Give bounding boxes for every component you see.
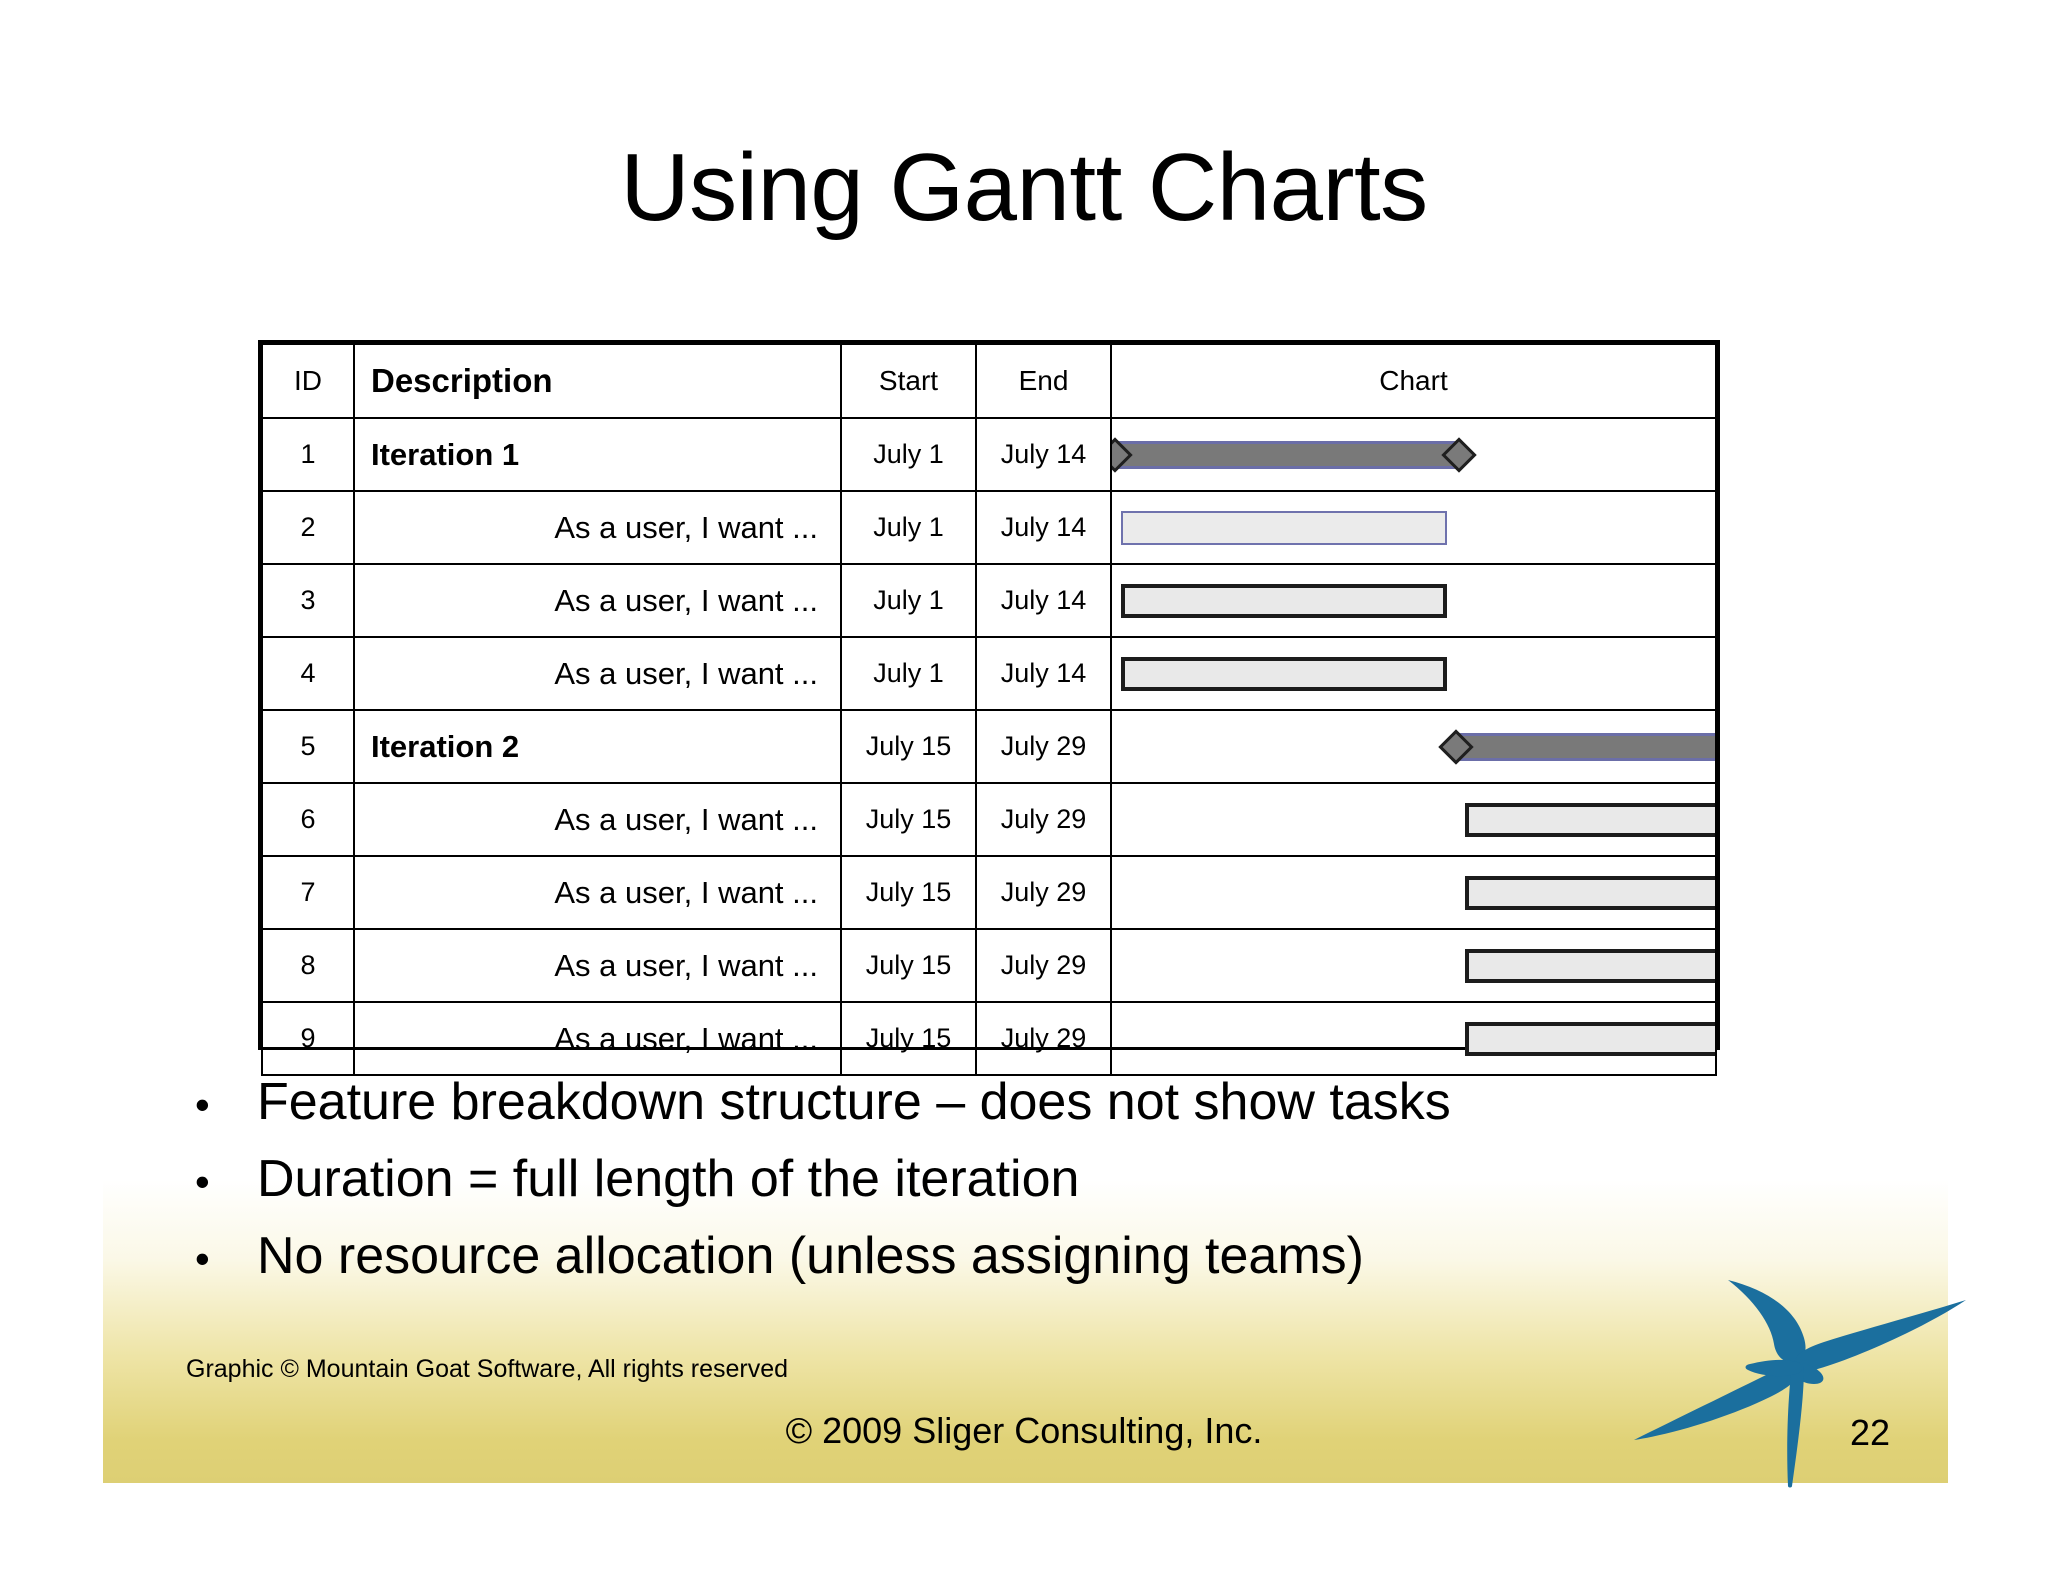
cell-id: 1 <box>261 417 355 492</box>
cell-id: 8 <box>261 928 355 1003</box>
cell-end-date: July 29 <box>975 1001 1112 1076</box>
bullet-text: Duration = full length of the iteration <box>257 1150 1080 1209</box>
cell-gantt-bar <box>1110 855 1717 930</box>
cell-start-date: July 1 <box>840 490 977 565</box>
cell-description: Iteration 2 <box>353 709 842 784</box>
cell-gantt-bar <box>1110 563 1717 638</box>
cell-description: As a user, I want ... <box>353 1001 842 1076</box>
column-header-id: ID <box>261 343 355 419</box>
page-number: 22 <box>1850 1412 1891 1453</box>
gantt-bar-summary <box>1115 440 1459 469</box>
cell-gantt-bar <box>1110 636 1717 711</box>
cell-gantt-bar <box>1110 417 1717 492</box>
bullet-marker-icon: • <box>195 1235 210 1283</box>
cell-id: 4 <box>261 636 355 711</box>
cell-description: Iteration 1 <box>353 417 842 492</box>
cell-description: As a user, I want ... <box>353 928 842 1003</box>
cell-id: 6 <box>261 782 355 857</box>
cell-end-date: July 29 <box>975 928 1112 1003</box>
cell-start-date: July 15 <box>840 709 977 784</box>
table-header-row: ID Description Start End Chart <box>261 343 1717 419</box>
column-header-chart: Chart <box>1110 343 1717 419</box>
column-header-start: Start <box>840 343 977 419</box>
graphic-credit: Graphic © Mountain Goat Software, All ri… <box>186 1355 789 1383</box>
list-item: • Feature breakdown structure – does not … <box>195 1073 1895 1131</box>
gantt-bar-task-blue <box>1121 510 1447 545</box>
cell-description: As a user, I want ... <box>353 636 842 711</box>
list-item: • No resource allocation (unless assignin… <box>195 1229 1895 1284</box>
gantt-bar-task-black <box>1121 656 1447 691</box>
cell-start-date: July 15 <box>840 782 977 857</box>
cell-start-date: July 1 <box>840 417 977 492</box>
cell-id: 9 <box>261 1001 355 1076</box>
cell-start-date: July 15 <box>840 855 977 930</box>
bullet-text: No resource allocation (unless assigning… <box>257 1227 1364 1286</box>
bullet-text: Feature breakdown structure – does not s… <box>257 1073 1451 1131</box>
cell-gantt-bar <box>1110 928 1717 1003</box>
cell-gantt-bar <box>1110 709 1717 784</box>
cell-description: As a user, I want ... <box>353 782 842 857</box>
cell-description: As a user, I want ... <box>353 855 842 930</box>
cell-end-date: July 29 <box>975 709 1112 784</box>
cell-end-date: July 29 <box>975 782 1112 857</box>
cell-description: As a user, I want ... <box>353 490 842 565</box>
cell-id: 5 <box>261 709 355 784</box>
gantt-bar-task-black <box>1464 948 1714 983</box>
gantt-bar-task-black <box>1464 802 1714 837</box>
cell-start-date: July 15 <box>840 928 977 1003</box>
gantt-bar-task-black <box>1464 1021 1714 1056</box>
cell-end-date: July 14 <box>975 563 1112 638</box>
bullet-list: • Feature breakdown structure – does not … <box>195 1073 1895 1306</box>
list-item: • Duration = full length of the iteration <box>195 1150 1895 1209</box>
page-title: Using Gantt Charts <box>620 134 1428 241</box>
gantt-bar-task-black <box>1121 583 1447 618</box>
cell-end-date: July 14 <box>975 417 1112 492</box>
column-header-end: End <box>975 343 1112 419</box>
cell-id: 7 <box>261 855 355 930</box>
cell-end-date: July 14 <box>975 490 1112 565</box>
cell-start-date: July 1 <box>840 563 977 638</box>
gantt-bar-task-black <box>1464 875 1714 910</box>
cell-description: As a user, I want ... <box>353 563 842 638</box>
cell-id: 3 <box>261 563 355 638</box>
cell-end-date: July 29 <box>975 855 1112 930</box>
cell-id: 2 <box>261 490 355 565</box>
cell-gantt-bar <box>1110 782 1717 857</box>
gantt-bar-summary <box>1455 732 1714 761</box>
bullet-marker-icon: • <box>195 1081 210 1128</box>
cell-start-date: July 15 <box>840 1001 977 1076</box>
cell-gantt-bar <box>1110 490 1717 565</box>
cell-gantt-bar <box>1110 1001 1717 1076</box>
cell-end-date: July 14 <box>975 636 1112 711</box>
column-header-description: Description <box>353 343 842 419</box>
cell-start-date: July 1 <box>840 636 977 711</box>
bullet-marker-icon: • <box>195 1158 210 1206</box>
copyright-notice: © 2009 Sliger Consulting, Inc. <box>785 1410 1263 1451</box>
